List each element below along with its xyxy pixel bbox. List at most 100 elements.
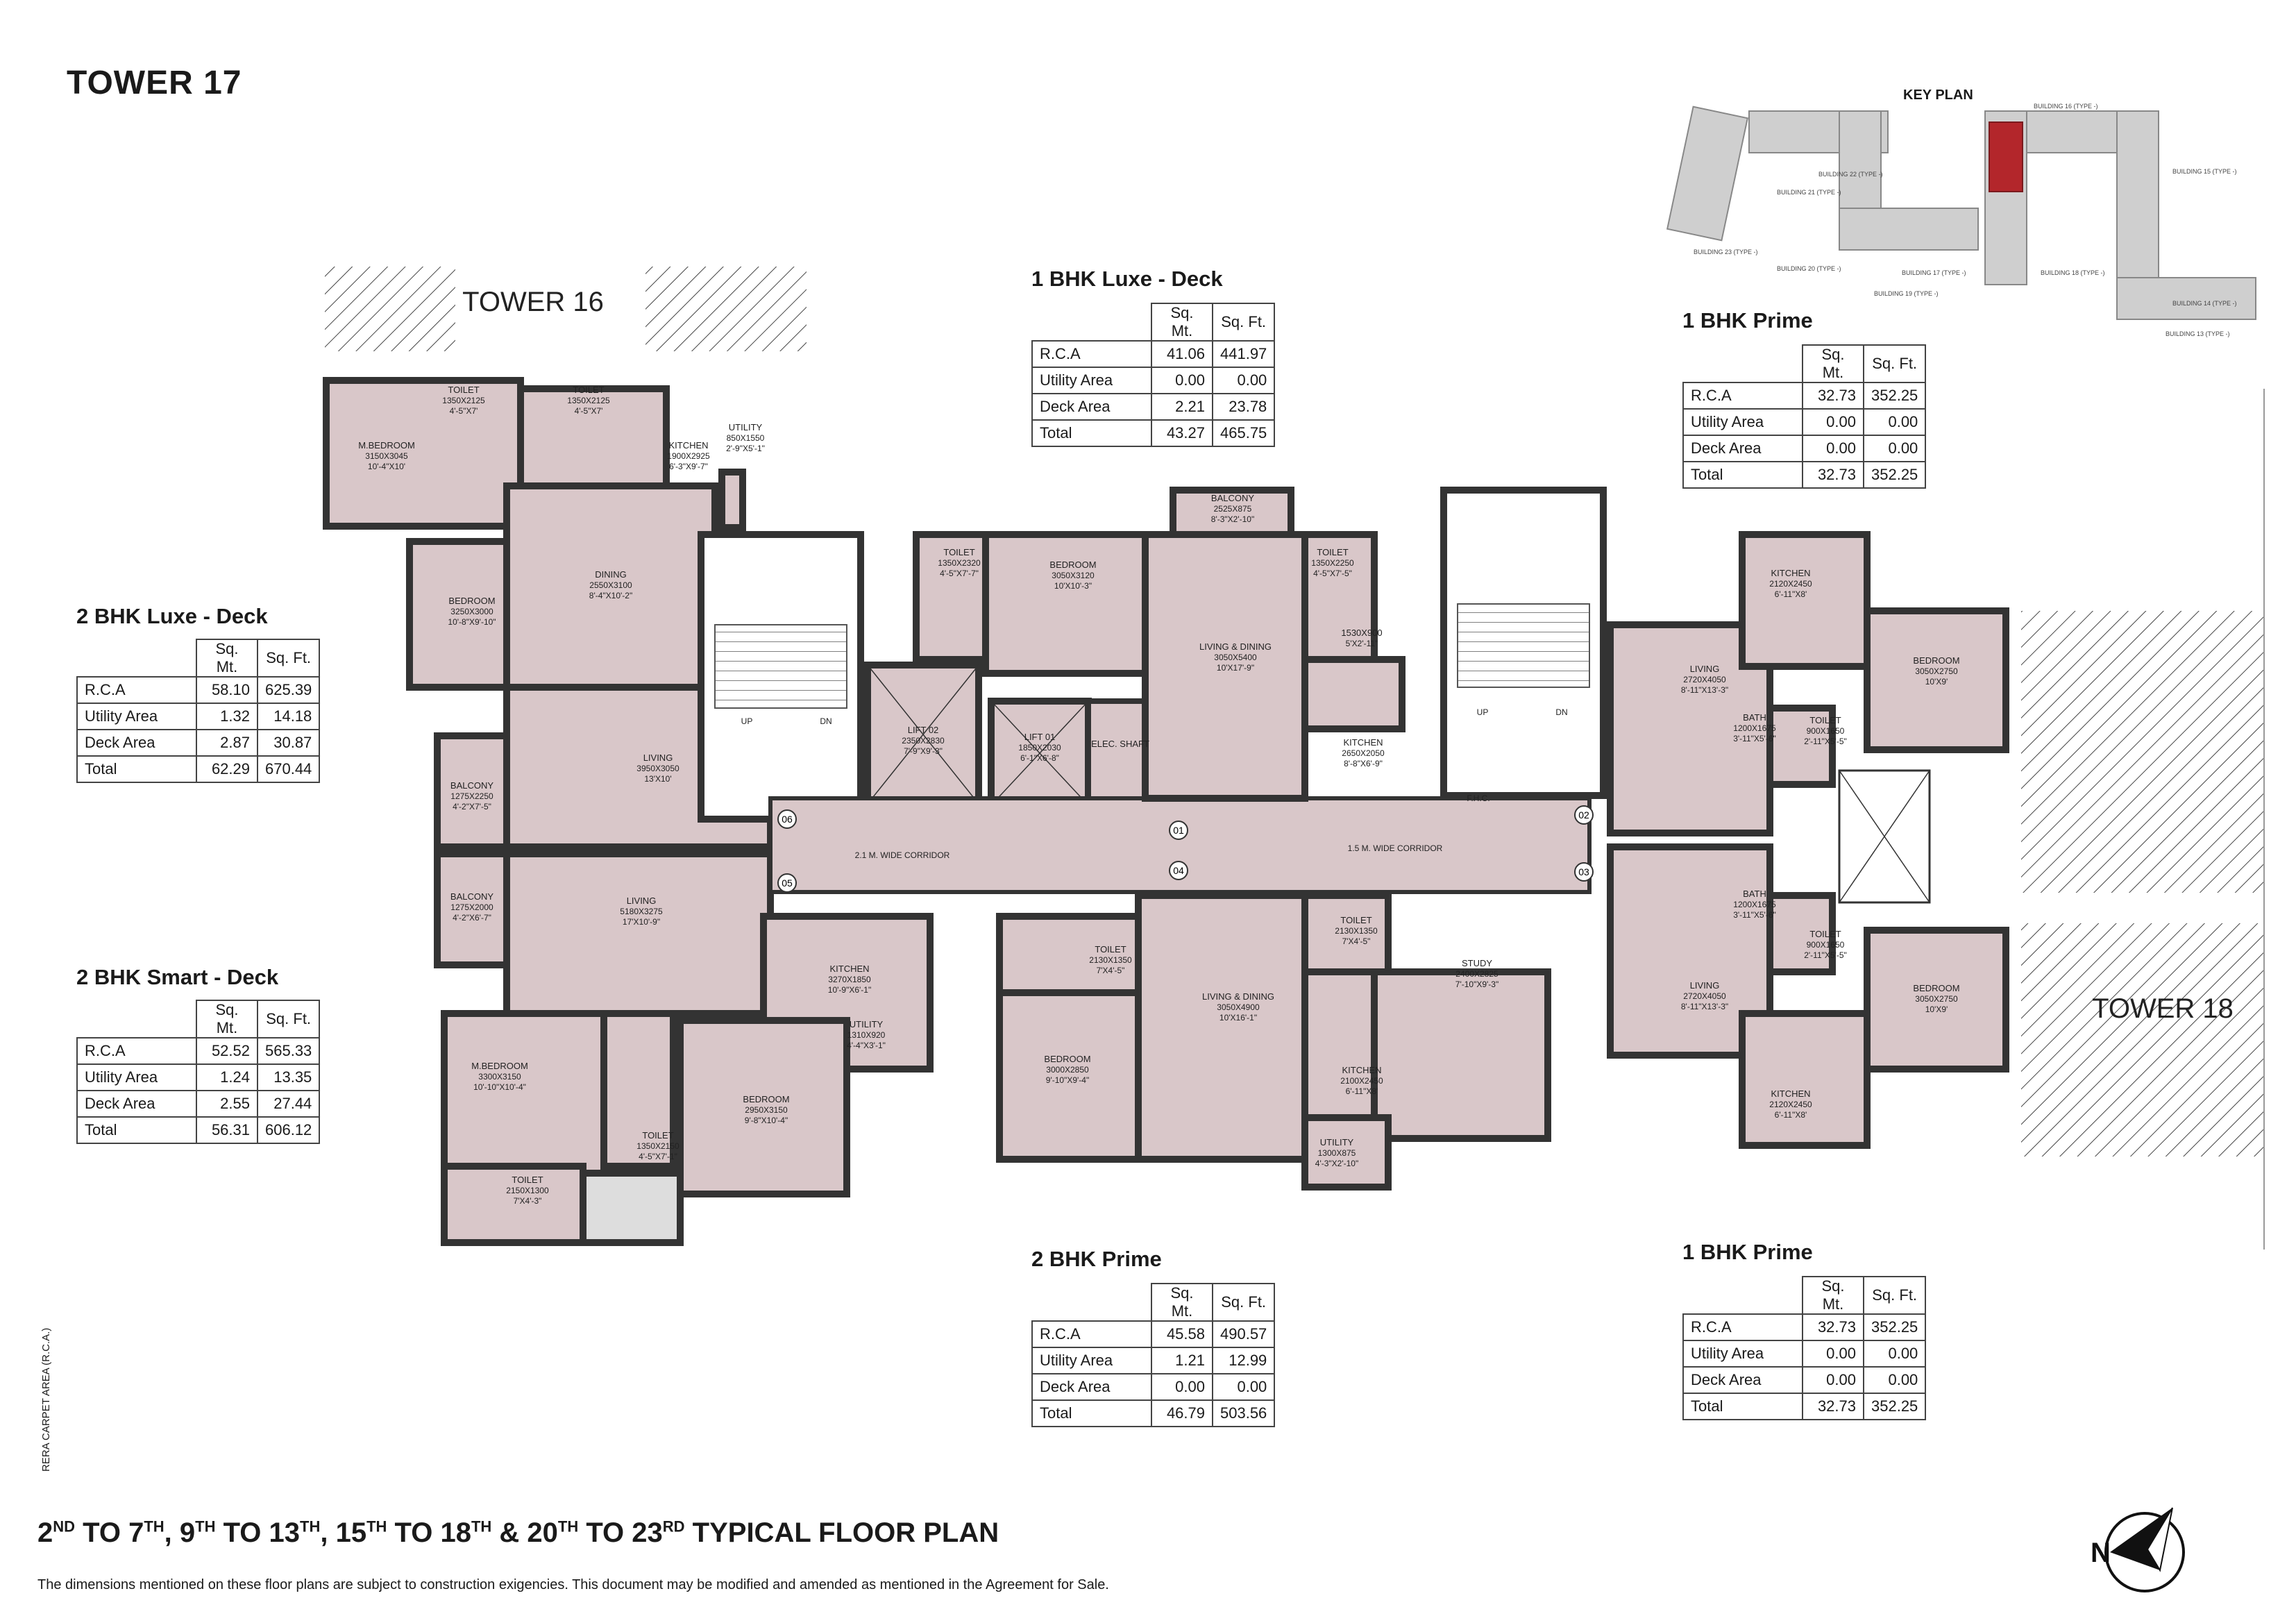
cell-sqft: 503.56 — [1211, 1399, 1276, 1427]
room-dims: 3050X2750 — [1915, 994, 1958, 1004]
cell-sqft: 0.00 — [1862, 1366, 1927, 1394]
cell-sqm: 58.10 — [196, 676, 258, 704]
room-name: KITCHEN — [829, 964, 869, 974]
room-dims: 5180X3275 — [620, 907, 663, 916]
corridor-markers: 01 02 03 04 05 06 — [777, 805, 1594, 893]
room-name: 1530X900 — [1341, 628, 1382, 638]
cell-sqm: 2.55 — [196, 1090, 258, 1118]
cell-label: R.C.A — [1031, 1320, 1152, 1348]
col-header-sqft: Sq. Ft. — [1211, 303, 1276, 342]
room-dims: 1350X2150 — [636, 1141, 679, 1151]
room-dims-ft: 13'X10' — [644, 774, 671, 784]
room-name: BALCONY — [450, 891, 493, 902]
cell-sqft: 12.99 — [1211, 1347, 1276, 1374]
room-name: TOILET — [1809, 929, 1841, 939]
title-part: TO 13 — [215, 1517, 301, 1548]
key-plan — [1666, 106, 2256, 320]
stair-right-dn: DN — [1555, 707, 1567, 717]
cell-label: R.C.A — [76, 676, 197, 704]
cell-sqm: 1.21 — [1151, 1347, 1213, 1374]
room-dims-ft: 4'-3"X2'-10" — [1315, 1159, 1358, 1168]
room-name: LIVING & DINING — [1202, 991, 1274, 1002]
room-name: LIVING — [1690, 664, 1720, 674]
room-dims-ft: 4'-4"X3'-1" — [847, 1041, 886, 1050]
room-name: TOILET — [943, 547, 974, 557]
room-dims: 2130X1350 — [1335, 926, 1378, 936]
room-dims: 2120X2450 — [1769, 579, 1812, 589]
room-name: KITCHEN — [668, 440, 708, 451]
table-corner — [77, 639, 197, 678]
unit-title-2bhk-prime: 2 BHK Prime — [1031, 1247, 1162, 1271]
cell-sqft: 30.87 — [256, 729, 321, 757]
room-name: KITCHEN — [1771, 568, 1810, 578]
cell-sqft: 352.25 — [1862, 1393, 1927, 1420]
room-name: BEDROOM — [448, 596, 495, 606]
room-dims-ft: 4'-5"X7'-7" — [940, 569, 979, 578]
key-plan-highlight — [1989, 121, 2023, 192]
cell-sqm: 45.58 — [1151, 1320, 1213, 1348]
room-dims-ft: 10'X16'-1" — [1219, 1013, 1257, 1023]
cell-label: Total — [76, 1116, 197, 1144]
col-header-sqft: Sq. Ft. — [1862, 1276, 1927, 1315]
keyplan-building-18: BUILDING 18 (TYPE -) — [2041, 269, 2105, 276]
room-dims-ft: 10'-8"X9'-10" — [448, 617, 496, 627]
tower-title: TOWER 17 — [67, 65, 242, 101]
room-dims: 1900X2925 — [667, 451, 710, 461]
cell-sqft: 565.33 — [256, 1037, 321, 1065]
marker-05: 05 — [782, 877, 793, 889]
room-dims: 2350X2830 — [902, 736, 945, 746]
room-name: LIVING — [643, 752, 673, 763]
room-dims: 5'X2'-11" — [1346, 639, 1378, 648]
room-dims-ft: 10'X17'-9" — [1217, 663, 1254, 673]
room-name: M.BEDROOM — [471, 1061, 528, 1071]
room-dims-ft: 7'-10"X9'-3" — [1455, 979, 1499, 989]
cell-label: R.C.A — [1682, 382, 1803, 410]
room-dims-ft: 6'-11"X8' — [1775, 589, 1807, 599]
ordinal-suffix: TH — [471, 1517, 492, 1536]
room-name: BATH — [1743, 889, 1766, 899]
room-dims-ft: 17'X10'-9" — [623, 917, 660, 927]
stair-right-up: UP — [1477, 707, 1489, 717]
cell-sqm: 0.00 — [1802, 408, 1864, 436]
room-dims: 3300X3150 — [478, 1072, 521, 1082]
cell-sqft: 352.25 — [1862, 1313, 1927, 1341]
table-corner — [1683, 1277, 1803, 1315]
floor-plan-title: 2ND TO 7TH, 9TH TO 13TH, 15TH TO 18TH & … — [37, 1517, 999, 1549]
room-dims: 2720X4050 — [1683, 675, 1726, 684]
keyplan-building-21: BUILDING 21 (TYPE -) — [1777, 189, 1841, 196]
room-dims: 1350X2320 — [938, 558, 981, 568]
room-dims-ft: 6'-3"X9'-7" — [669, 462, 708, 471]
cell-sqm: 0.00 — [1151, 367, 1213, 394]
disclaimer: The dimensions mentioned on these floor … — [37, 1577, 1109, 1592]
title-part: TYPICAL FLOOR PLAN — [684, 1517, 999, 1548]
cell-sqm: 43.27 — [1151, 419, 1213, 447]
title-part: TO 7 — [75, 1517, 144, 1548]
unit-2bhk-luxe-deck — [323, 377, 774, 850]
stair-left-up: UP — [741, 716, 753, 726]
room-dims-ft: 8'-11"X13'-3" — [1681, 685, 1728, 695]
ordinal-suffix: TH — [144, 1517, 164, 1536]
cell-sqm: 32.73 — [1802, 382, 1864, 410]
cell-label: R.C.A — [76, 1037, 197, 1065]
stair-left-dn: DN — [820, 716, 832, 726]
cell-label: R.C.A — [1682, 1313, 1803, 1341]
cell-sqm: 56.31 — [196, 1116, 258, 1144]
marker-04: 04 — [1173, 865, 1184, 876]
cell-sqft: 23.78 — [1211, 393, 1276, 421]
cell-sqft: 670.44 — [256, 755, 321, 783]
fhc-label: F.H.C. — [1467, 793, 1489, 803]
room-dims: 3050X3120 — [1052, 571, 1095, 580]
col-header-sqm: Sq. Mt. — [1802, 344, 1864, 383]
keyplan-building-15: BUILDING 15 (TYPE -) — [2172, 168, 2237, 175]
cell-sqft: 0.00 — [1211, 367, 1276, 394]
col-header-sqm: Sq. Mt. — [1151, 1283, 1213, 1322]
room-dims-ft: 3'-11"X5'-6" — [1733, 734, 1776, 743]
room-dims-ft: 4'-5"X7' — [450, 406, 478, 416]
